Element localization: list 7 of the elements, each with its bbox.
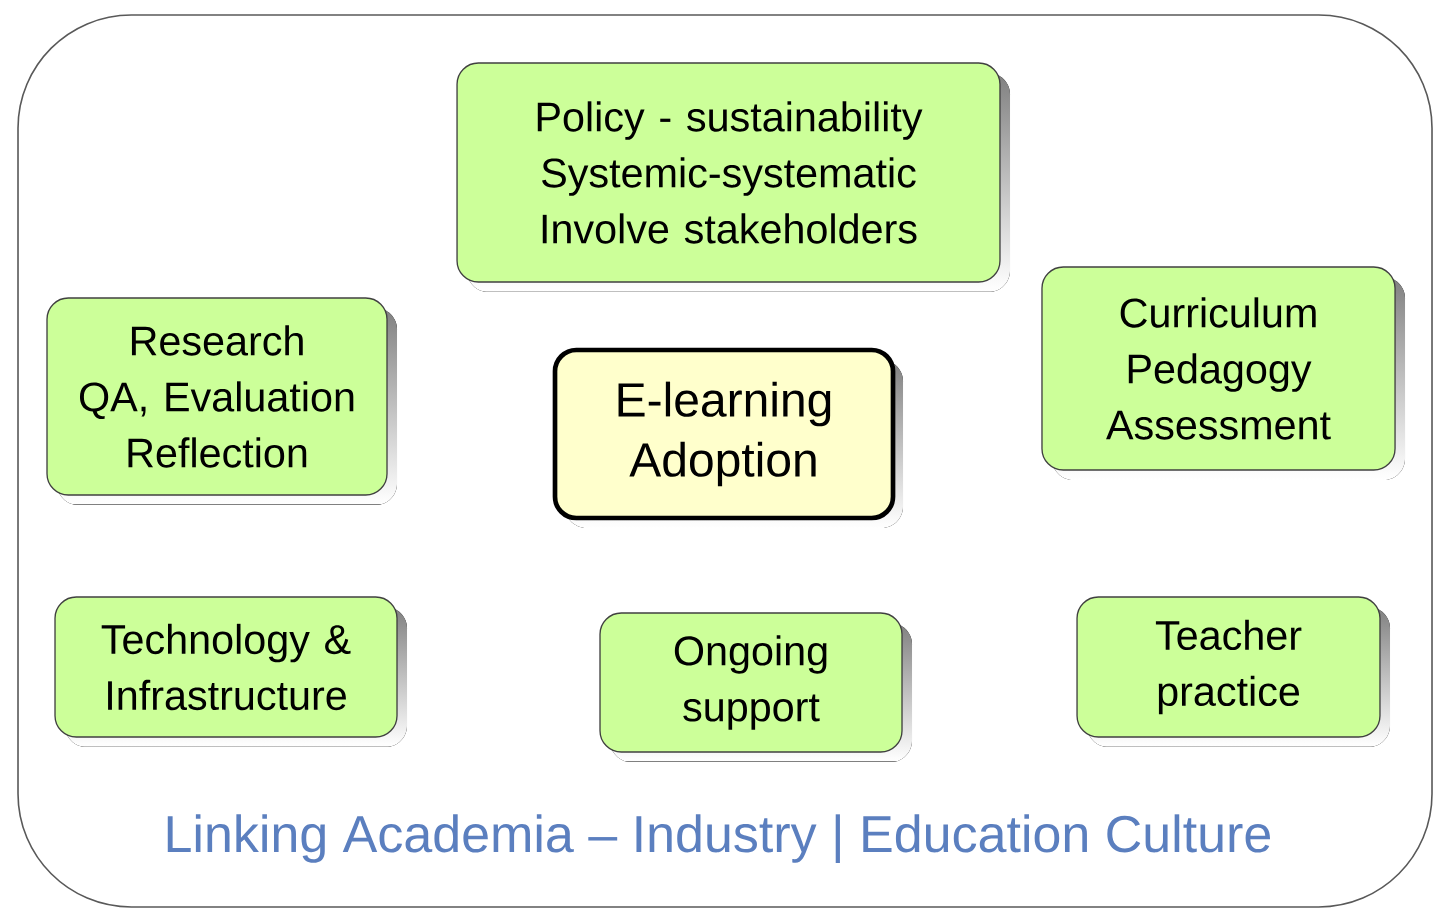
topic-box: Research QA, Evaluation Reflection	[46, 297, 397, 505]
topic-box: Technology & Infrastructure	[54, 596, 407, 747]
central-box: E-learning Adoption	[552, 347, 903, 528]
topic-box: Policy - sustainability Systemic-systematic Involve stakeholders	[456, 62, 1010, 292]
topic-box: Ongoing support	[599, 612, 912, 762]
topic-box: Curriculum Pedagogy Assessment	[1041, 266, 1405, 480]
topic-box: Teacher practice	[1076, 596, 1390, 747]
